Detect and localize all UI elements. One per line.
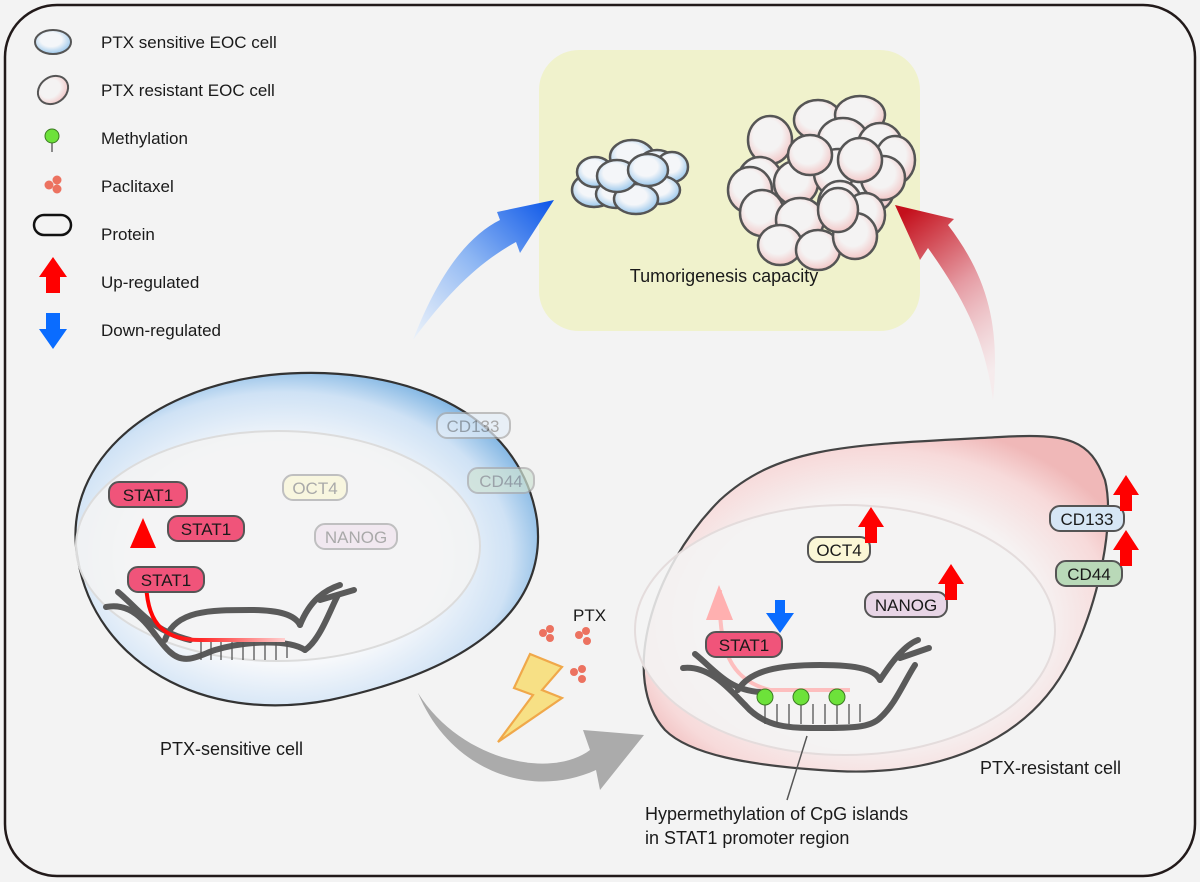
- resistant-cell-caption: PTX-resistant cell: [980, 758, 1121, 778]
- legend-item-sensitive-cell: PTX sensitive EOC cell: [34, 29, 277, 55]
- down-arrow-icon: [39, 313, 67, 349]
- up-arrow-icon: [858, 507, 884, 543]
- sensitive-cell-caption: PTX-sensitive cell: [160, 739, 303, 759]
- protein-icon: [32, 213, 73, 237]
- protein-cd133: CD133: [436, 412, 511, 439]
- svg-text:STAT1: STAT1: [123, 486, 173, 505]
- paclitaxel-icon: [44, 175, 62, 194]
- protein-cd133: CD133: [1049, 505, 1125, 532]
- annotation-line-2: in STAT1 promoter region: [645, 828, 849, 848]
- protein-cd44: CD44: [1055, 560, 1123, 587]
- resistant-tumor-cluster: [726, 94, 917, 272]
- sensitive-cell-icon: [34, 29, 72, 55]
- legend-label: Methylation: [101, 129, 188, 148]
- lightning-icon: [497, 652, 565, 743]
- sensitive-cell: STAT1 STAT1 STAT1 OCT4 NANOG CD133 CD44 …: [74, 371, 540, 759]
- legend-item-resistant-cell: PTX resistant EOC cell: [36, 74, 275, 106]
- annotation-leader-line: [786, 735, 808, 801]
- legend-item-down-regulated: Down-regulated: [39, 313, 221, 349]
- ptx-label: PTX: [573, 606, 606, 625]
- sensitive-tumorigenesis-arrow: [413, 200, 554, 340]
- resistant-tumorigenesis-arrow: [895, 205, 996, 400]
- dna-icon: [680, 637, 932, 731]
- legend-item-up-regulated: Up-regulated: [39, 257, 199, 293]
- sensitive-tumor-cluster: [570, 138, 690, 216]
- resistant-cell-icon: [36, 74, 70, 106]
- svg-text:CD44: CD44: [1067, 565, 1110, 584]
- svg-text:OCT4: OCT4: [816, 541, 861, 560]
- svg-text:STAT1: STAT1: [181, 520, 231, 539]
- legend-label: Protein: [101, 225, 155, 244]
- paclitaxel-icon: [539, 625, 591, 683]
- legend-label: Down-regulated: [101, 321, 221, 340]
- methylation-icon: [792, 688, 810, 706]
- dna-rungs: [764, 704, 861, 724]
- protein-nanog: NANOG: [314, 523, 398, 550]
- methylation-icon: [756, 688, 774, 706]
- up-arrow-icon: [1113, 475, 1139, 511]
- protein-stat1: STAT1: [108, 481, 188, 508]
- down-arrow-icon: [766, 600, 794, 633]
- svg-text:OCT4: OCT4: [292, 479, 337, 498]
- legend-label: PTX resistant EOC cell: [101, 81, 275, 100]
- up-arrow-icon: [39, 257, 67, 293]
- dna-icon: [103, 582, 357, 662]
- transcription-arrowhead-faded: [706, 585, 733, 620]
- annotation-line-1: Hypermethylation of CpG islands: [645, 804, 908, 824]
- ptx-treatment: PTX: [418, 606, 644, 790]
- tumorigenesis-label: Tumorigenesis capacity: [630, 266, 818, 286]
- svg-text:CD133: CD133: [1061, 510, 1114, 529]
- protein-stat1: STAT1: [127, 566, 205, 593]
- up-arrow-icon: [1113, 530, 1139, 566]
- legend-label: Paclitaxel: [101, 177, 174, 196]
- protein-nanog: NANOG: [864, 591, 948, 618]
- legend: PTX sensitive EOC cell PTX resistant EOC…: [32, 29, 277, 349]
- tumorigenesis-panel: Tumorigenesis capacity: [539, 50, 920, 331]
- up-arrow-icon: [938, 564, 964, 600]
- svg-text:NANOG: NANOG: [875, 596, 937, 615]
- transition-arrow: [418, 693, 644, 790]
- legend-label: PTX sensitive EOC cell: [101, 33, 277, 52]
- legend-label: Up-regulated: [101, 273, 199, 292]
- svg-text:CD44: CD44: [479, 472, 522, 491]
- protein-stat1: STAT1: [167, 515, 245, 542]
- legend-item-paclitaxel: Paclitaxel: [44, 175, 174, 196]
- legend-item-protein: Protein: [32, 213, 155, 244]
- methylation-marks: [756, 688, 846, 706]
- transcription-arrowhead: [130, 518, 156, 548]
- svg-text:CD133: CD133: [447, 417, 500, 436]
- methylation-icon: [44, 128, 60, 152]
- svg-text:STAT1: STAT1: [141, 571, 191, 590]
- protein-cd44: CD44: [467, 467, 535, 494]
- protein-oct4: OCT4: [807, 536, 871, 563]
- svg-text:NANOG: NANOG: [325, 528, 387, 547]
- legend-item-methylation: Methylation: [44, 128, 188, 152]
- protein-oct4: OCT4: [282, 474, 348, 501]
- methylation-icon: [828, 688, 846, 706]
- resistant-cell: STAT1 OCT4 NANOG CD133 CD44 PTX-resistan…: [634, 434, 1139, 848]
- dna-rungs: [200, 642, 288, 660]
- svg-text:STAT1: STAT1: [719, 636, 769, 655]
- protein-stat1: STAT1: [705, 631, 783, 658]
